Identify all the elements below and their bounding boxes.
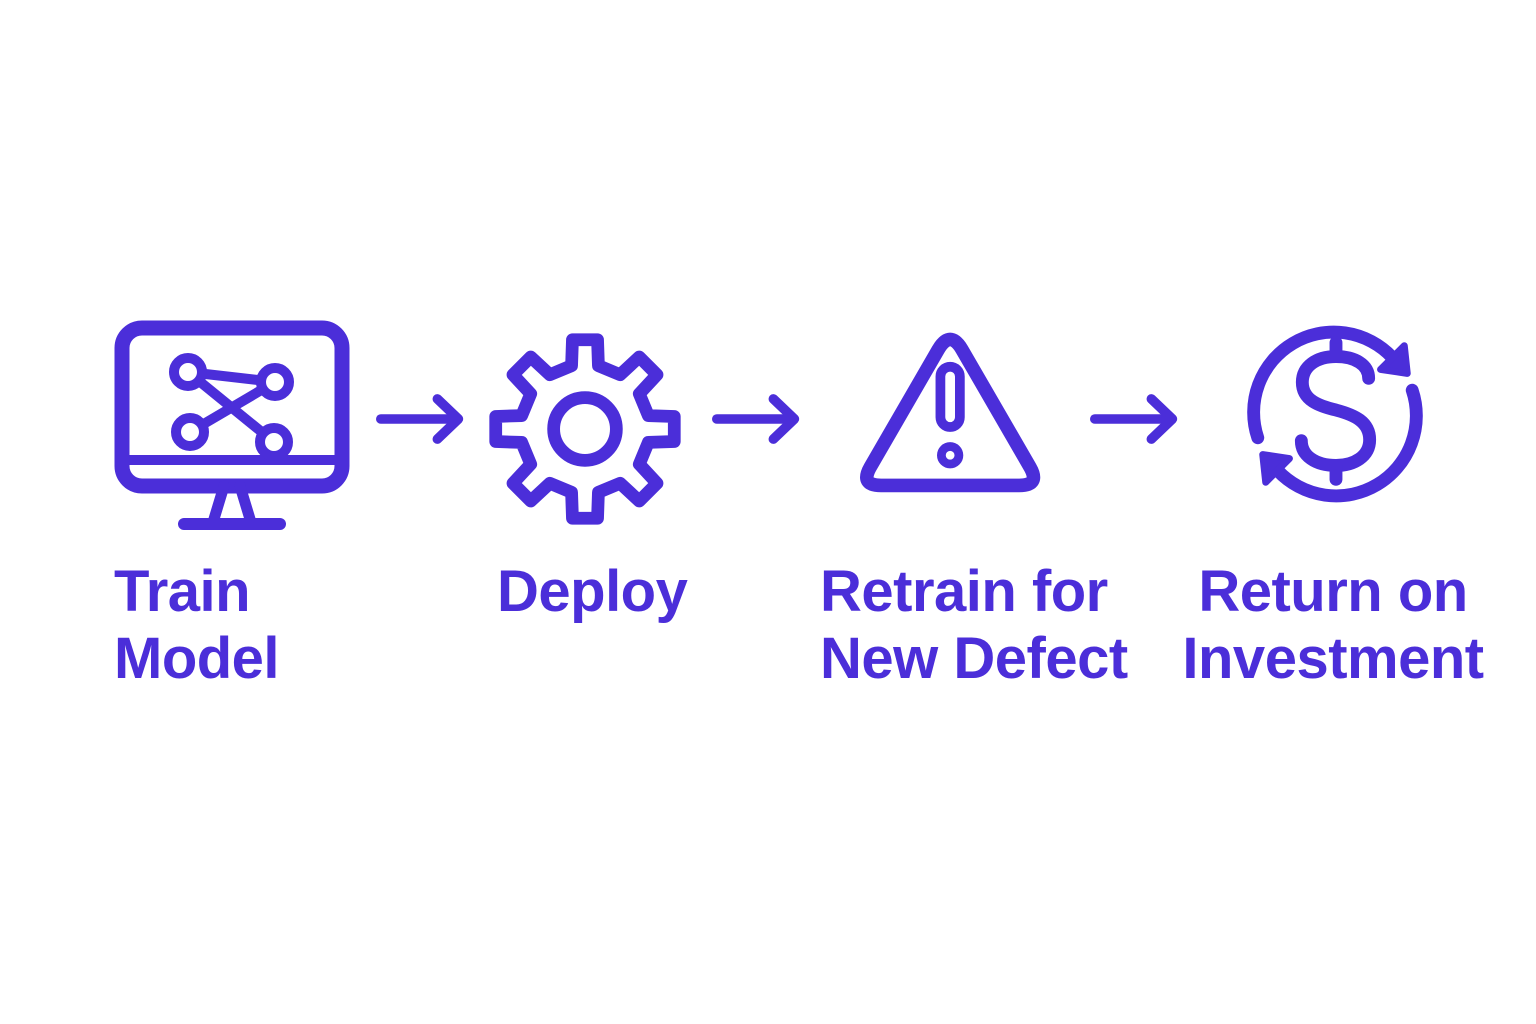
label-line: Retrain for bbox=[820, 559, 1108, 624]
step-label-deploy: Deploy bbox=[497, 558, 688, 625]
arrow-right-icon bbox=[1090, 394, 1178, 444]
arrow-right-icon bbox=[376, 394, 464, 444]
label-line: Investment bbox=[1182, 626, 1484, 691]
train-model-monitor-icon bbox=[114, 320, 350, 530]
label-line: New Defect bbox=[820, 626, 1128, 691]
label-line: Model bbox=[114, 626, 280, 691]
label-line: Deploy bbox=[497, 559, 688, 624]
label-line: Return on bbox=[1198, 559, 1468, 624]
warning-triangle-icon bbox=[860, 332, 1041, 493]
roi-cycle-dollar-icon bbox=[1247, 325, 1423, 503]
label-line: Train bbox=[114, 559, 251, 624]
step-label-train-model: Train Model bbox=[114, 558, 280, 692]
step-label-retrain: Retrain for New Defect bbox=[820, 558, 1128, 692]
step-label-roi: Return on Investment bbox=[1180, 558, 1486, 692]
arrow-right-icon bbox=[712, 394, 800, 444]
deploy-gear-icon bbox=[489, 333, 681, 525]
